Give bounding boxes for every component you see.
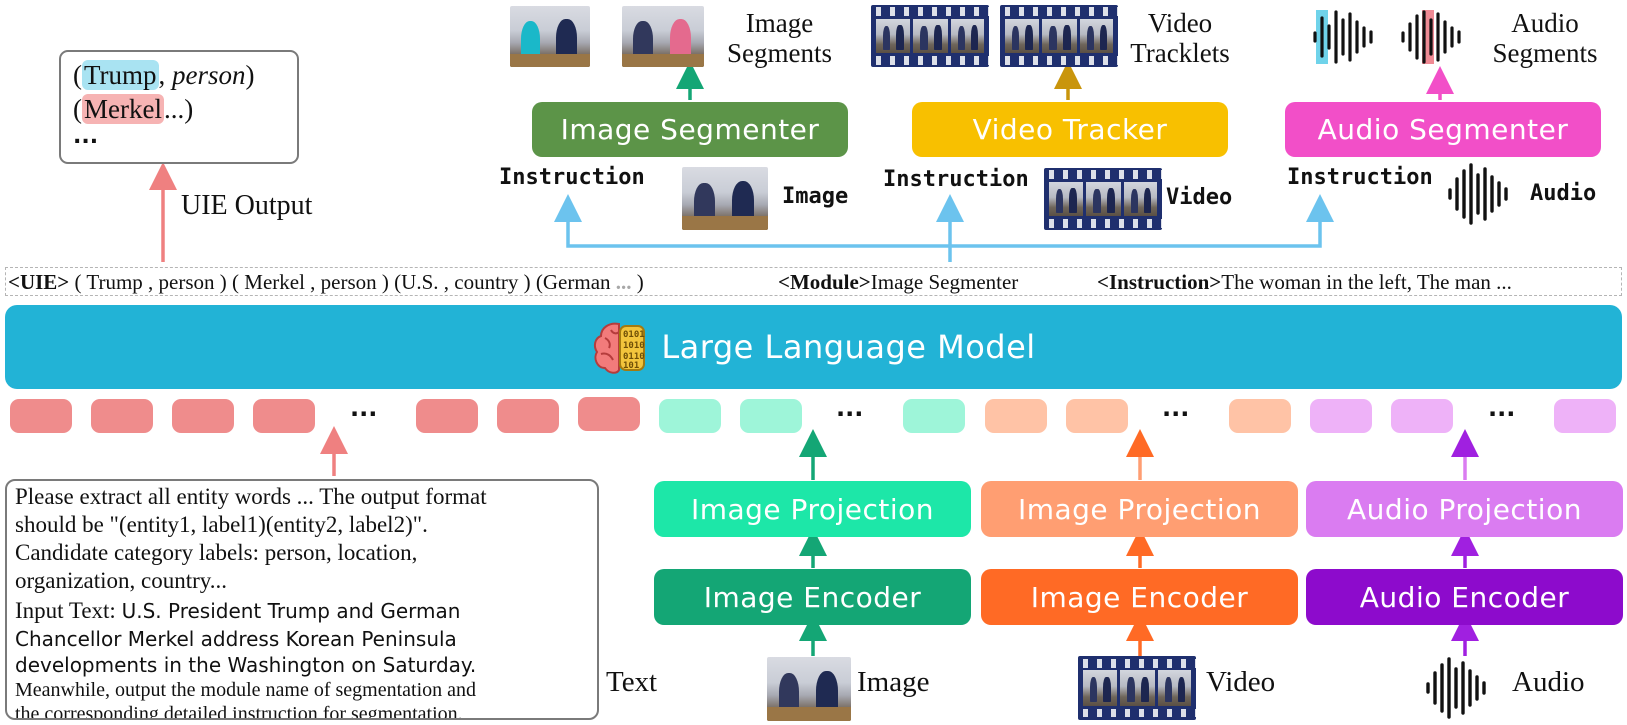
token-ellipsis: ... bbox=[836, 394, 864, 422]
prompt-line: the corresponding detailed instruction f… bbox=[15, 703, 463, 720]
module-sequence-text: <Module>Image Segmenter bbox=[778, 270, 1019, 294]
svg-text:1010: 1010 bbox=[623, 341, 645, 351]
video-input-filmstrip bbox=[1078, 656, 1196, 720]
audio-segment-waveform bbox=[1401, 10, 1461, 64]
text-token bbox=[416, 399, 478, 433]
token-ellipsis: ... bbox=[1488, 394, 1516, 422]
image-input-label: Image bbox=[782, 184, 849, 209]
image-segments-label: Segments bbox=[727, 38, 832, 68]
audio-segments-label: Segments bbox=[1492, 38, 1598, 68]
video-tracklet-filmstrip bbox=[871, 5, 989, 67]
output-sequence-strip bbox=[5, 267, 1622, 296]
audio-segment-waveform bbox=[1313, 10, 1373, 64]
ellipsis: ... bbox=[73, 124, 99, 149]
audio-segmenter-module: Audio Segmenter bbox=[1285, 102, 1601, 157]
audio-token bbox=[1391, 399, 1453, 433]
image-segments-label: Image bbox=[745, 8, 814, 38]
image-token bbox=[740, 399, 802, 433]
image-projection-module: Image Projection bbox=[654, 481, 971, 537]
audio-input-label: Audio bbox=[1512, 666, 1585, 698]
instruction-bus-arrow bbox=[950, 194, 1334, 248]
prompt-line: Candidate category labels: person, locat… bbox=[15, 540, 418, 565]
instruction-label: Instruction bbox=[883, 167, 1029, 192]
video-tracklet-filmstrip bbox=[1000, 5, 1118, 67]
audio-input-label: Audio bbox=[1530, 181, 1597, 206]
text-token bbox=[578, 397, 640, 431]
uie-sequence-text: <UIE> ( Trump , person ) ( Merkel , pers… bbox=[8, 270, 644, 294]
svg-text:0101: 0101 bbox=[623, 330, 645, 340]
highlight-entity-merkel: Merkel bbox=[82, 94, 164, 124]
audio-token bbox=[1310, 399, 1372, 433]
text-input-label: Text bbox=[606, 666, 658, 698]
image-token bbox=[903, 399, 965, 433]
text-token bbox=[172, 399, 234, 433]
image-segment-thumbnail bbox=[622, 6, 704, 67]
input-text: U.S. President Trump and German bbox=[121, 599, 461, 623]
llm-label: Large Language Model bbox=[661, 328, 1036, 366]
instruction-bus-arrow bbox=[554, 194, 952, 262]
image-input-label: Image bbox=[857, 666, 930, 698]
prompt-box: Please extract all entity words ... The … bbox=[5, 479, 599, 720]
prompt-line: should be "(entity1, label1)(entity2, la… bbox=[15, 512, 428, 537]
video-input-filmstrip bbox=[1044, 168, 1162, 230]
video-projection-module: Image Projection bbox=[981, 481, 1298, 537]
prompt-line: organization, country... bbox=[15, 568, 228, 593]
token-ellipsis: ... bbox=[1162, 394, 1190, 422]
audio-segments-label: Audio bbox=[1511, 8, 1579, 38]
image-segment-thumbnail bbox=[510, 6, 590, 67]
image-input-thumbnail bbox=[682, 167, 768, 230]
text-token bbox=[497, 399, 559, 433]
audio-projection-module: Audio Projection bbox=[1306, 481, 1623, 537]
video-tracker-module: Video Tracker bbox=[912, 102, 1228, 157]
instruction-label: Instruction bbox=[499, 165, 645, 190]
instruction-sequence-text: <Instruction>The woman in the left, The … bbox=[1097, 270, 1512, 294]
input-text: Chancellor Merkel address Korean Peninsu… bbox=[15, 627, 457, 651]
video-encoder-module: Image Encoder bbox=[981, 569, 1298, 625]
video-input-label: Video bbox=[1166, 185, 1233, 210]
image-encoder-module: Image Encoder bbox=[654, 569, 971, 625]
highlight-entity-trump: Trump bbox=[82, 60, 159, 90]
video-token bbox=[1066, 399, 1128, 433]
video-token bbox=[1229, 399, 1291, 433]
svg-text:0110: 0110 bbox=[623, 352, 645, 362]
video-input-label: Video bbox=[1206, 666, 1276, 698]
input-text: developments in the Washington on Saturd… bbox=[15, 653, 477, 677]
uie-output-box: (Trump, person) (Merkel...) ... bbox=[59, 50, 299, 164]
svg-text:101: 101 bbox=[623, 361, 639, 371]
image-segmenter-module: Image Segmenter bbox=[532, 102, 848, 157]
audio-encoder-module: Audio Encoder bbox=[1306, 569, 1623, 625]
text-token bbox=[253, 399, 315, 433]
text-token bbox=[91, 399, 153, 433]
audio-input-waveform bbox=[1448, 163, 1508, 225]
video-tracklets-label: Tracklets bbox=[1130, 38, 1230, 68]
uie-output-label: UIE Output bbox=[181, 190, 313, 221]
image-input-thumbnail bbox=[767, 657, 851, 721]
audio-input-waveform bbox=[1426, 657, 1486, 719]
video-tracklets-label: Video bbox=[1147, 8, 1213, 38]
prompt-line: Please extract all entity words ... The … bbox=[15, 484, 487, 509]
audio-token bbox=[1554, 399, 1616, 433]
input-text-prefix: Input Text: bbox=[15, 598, 122, 623]
image-token bbox=[659, 399, 721, 433]
token-ellipsis: ... bbox=[350, 394, 378, 422]
instruction-label: Instruction bbox=[1287, 165, 1433, 190]
video-token bbox=[985, 399, 1047, 433]
prompt-line: Meanwhile, output the module name of seg… bbox=[15, 679, 476, 701]
text-token bbox=[10, 399, 72, 433]
